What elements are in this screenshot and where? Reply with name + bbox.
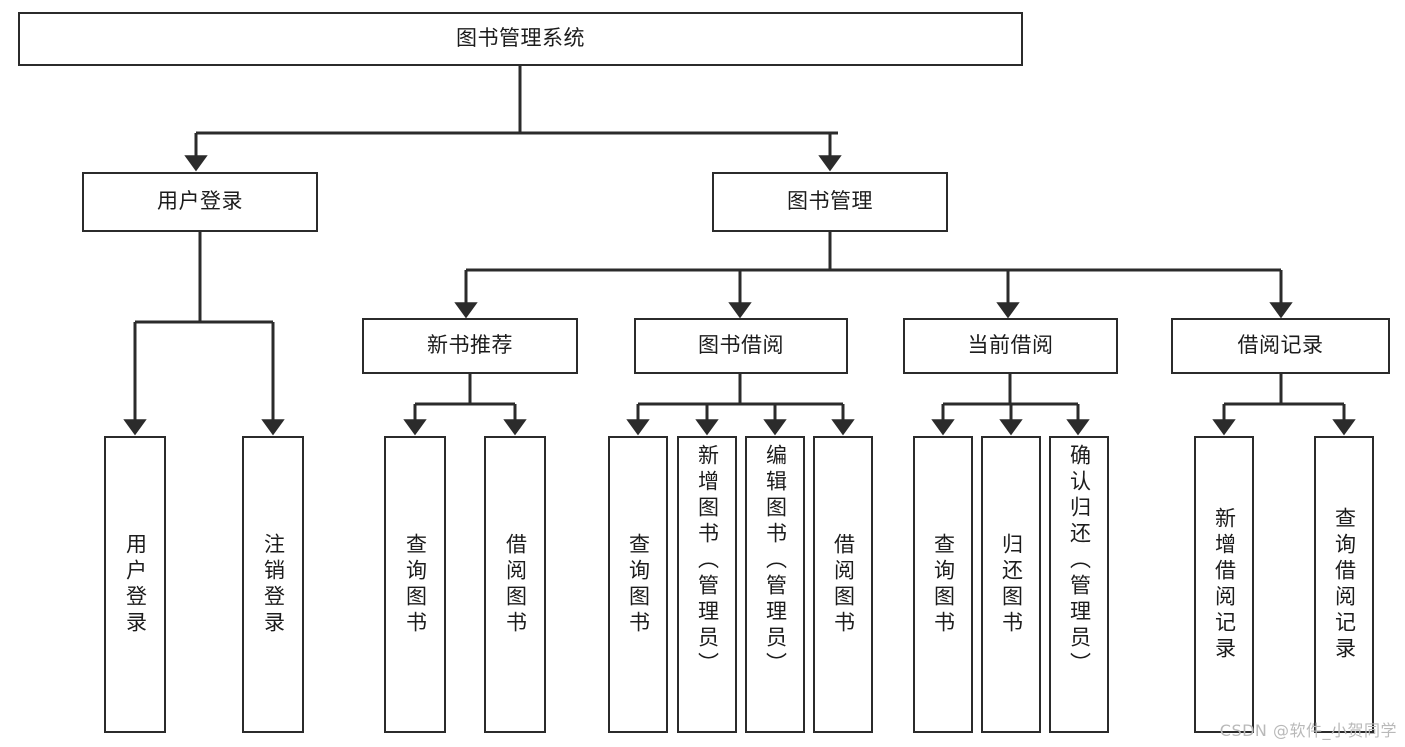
node-leaf-add-book-label: 新增图书（管理员） — [695, 444, 720, 678]
node-leaf-add-book[interactable]: 新增图书（管理员） — [677, 436, 737, 733]
node-leaf-user-login[interactable]: 用户登录 — [104, 436, 166, 733]
node-book-borrow[interactable]: 图书借阅 — [634, 318, 848, 374]
node-current-borrow-label: 当前借阅 — [967, 333, 1054, 358]
node-leaf-return-book-label: 归还图书 — [999, 532, 1024, 637]
node-book-management[interactable]: 图书管理 — [712, 172, 948, 232]
node-root-label: 图书管理系统 — [456, 26, 585, 51]
node-leaf-confirm-return-label: 确认归还（管理员） — [1067, 444, 1092, 678]
node-leaf-query-book-2[interactable]: 查询图书 — [608, 436, 668, 733]
node-leaf-query-record[interactable]: 查询借阅记录 — [1314, 436, 1374, 733]
node-borrow-record-label: 借阅记录 — [1237, 333, 1324, 358]
node-book-management-label: 图书管理 — [787, 189, 873, 214]
node-leaf-query-book-2-label: 查询图书 — [626, 532, 651, 637]
node-leaf-add-record-label: 新增借阅记录 — [1212, 506, 1237, 663]
node-leaf-query-record-label: 查询借阅记录 — [1332, 506, 1357, 663]
node-leaf-query-book-3[interactable]: 查询图书 — [913, 436, 973, 733]
node-new-book-recommend[interactable]: 新书推荐 — [362, 318, 578, 374]
node-leaf-confirm-return[interactable]: 确认归还（管理员） — [1049, 436, 1109, 733]
node-borrow-record[interactable]: 借阅记录 — [1171, 318, 1390, 374]
csdn-watermark: CSDN @软件_小贺同学 — [1219, 721, 1397, 740]
node-leaf-add-record[interactable]: 新增借阅记录 — [1194, 436, 1254, 733]
node-leaf-query-book-1-label: 查询图书 — [403, 532, 428, 637]
node-leaf-borrow-book-2[interactable]: 借阅图书 — [813, 436, 873, 733]
node-leaf-edit-book-label: 编辑图书（管理员） — [763, 444, 788, 678]
node-leaf-query-book-1[interactable]: 查询图书 — [384, 436, 446, 733]
node-user-login-label: 用户登录 — [157, 189, 243, 214]
node-leaf-user-login-label: 用户登录 — [123, 532, 148, 637]
node-root[interactable]: 图书管理系统 — [18, 12, 1023, 66]
node-leaf-return-book[interactable]: 归还图书 — [981, 436, 1041, 733]
node-leaf-borrow-book-1[interactable]: 借阅图书 — [484, 436, 546, 733]
node-leaf-logout[interactable]: 注销登录 — [242, 436, 304, 733]
node-leaf-query-book-3-label: 查询图书 — [931, 532, 956, 637]
node-book-borrow-label: 图书借阅 — [698, 333, 784, 358]
node-new-book-recommend-label: 新书推荐 — [427, 333, 513, 358]
node-user-login[interactable]: 用户登录 — [82, 172, 318, 232]
node-leaf-borrow-book-2-label: 借阅图书 — [831, 532, 856, 637]
node-leaf-borrow-book-1-label: 借阅图书 — [503, 532, 528, 637]
node-current-borrow[interactable]: 当前借阅 — [903, 318, 1118, 374]
node-leaf-edit-book[interactable]: 编辑图书（管理员） — [745, 436, 805, 733]
node-leaf-logout-label: 注销登录 — [261, 532, 286, 637]
